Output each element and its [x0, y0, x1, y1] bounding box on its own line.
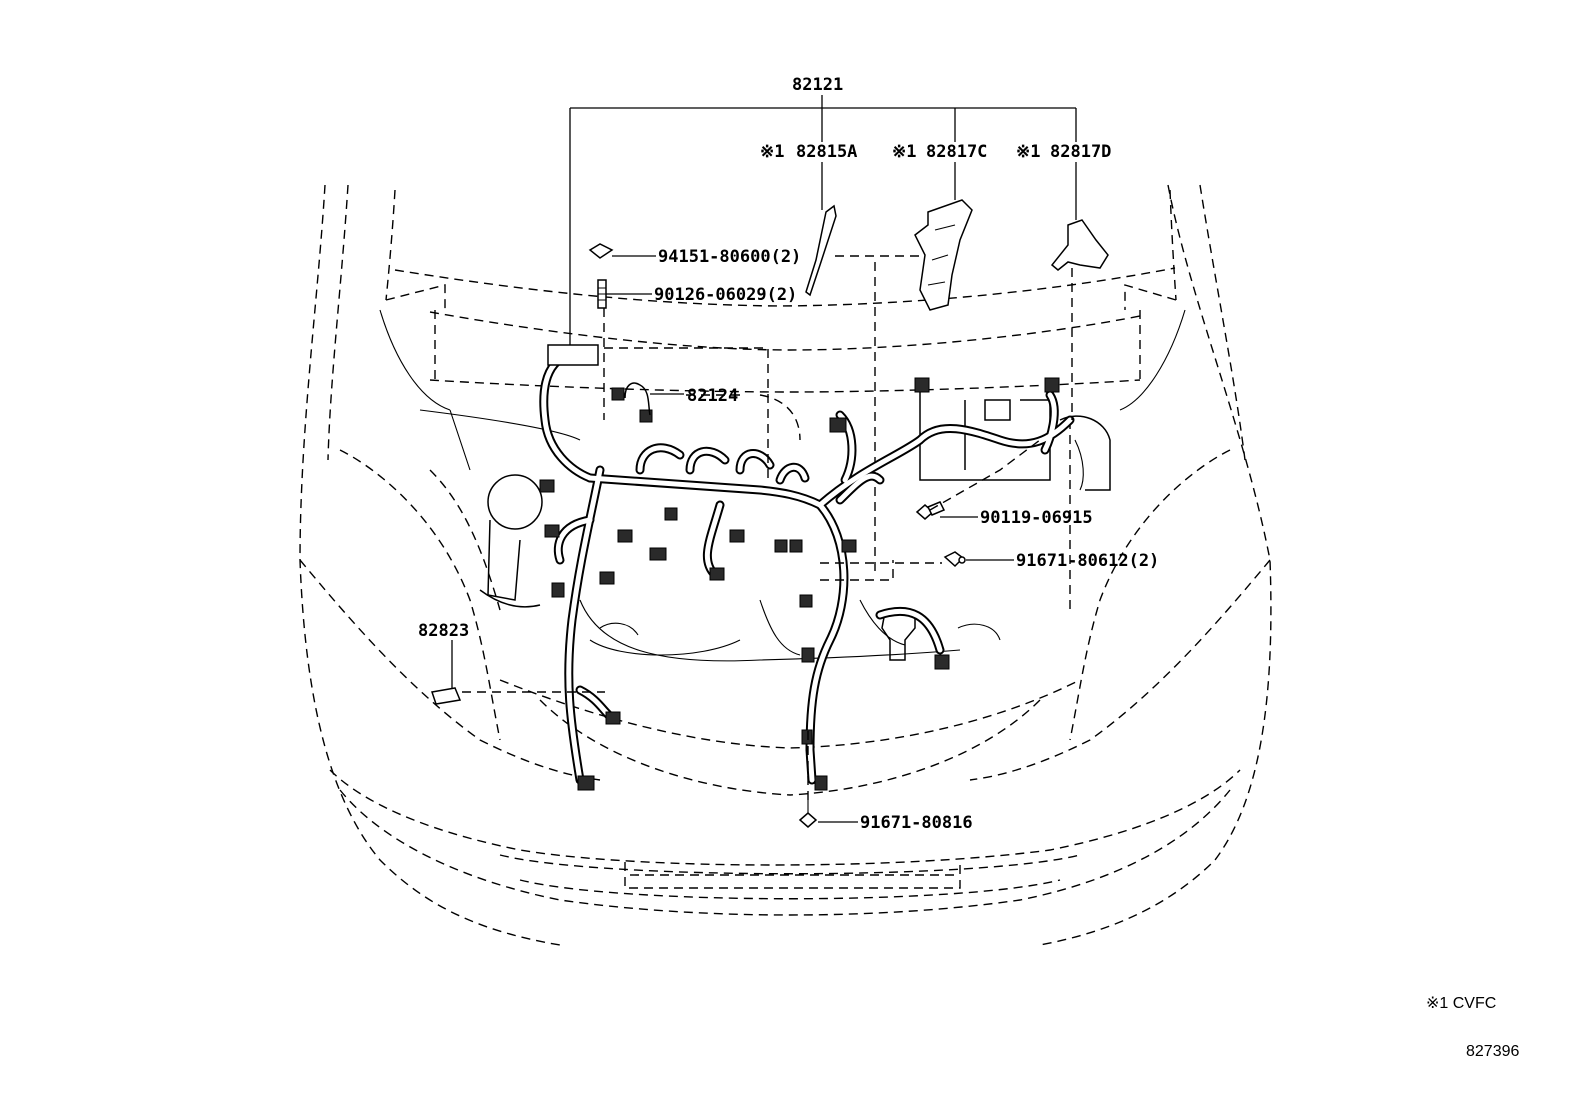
label-90119-06915: 90119-06915: [980, 508, 1093, 528]
label-90126-06029: 90126-06029(2): [654, 285, 797, 305]
label-note-prefix-a: ※1: [760, 142, 784, 162]
bolt-91671-80816: [798, 800, 858, 828]
stud-bolt-90126: [597, 279, 652, 309]
protector-82817D: [1050, 219, 1109, 271]
engine-wire-harness: [539, 344, 1075, 791]
label-82121: 82121: [792, 75, 843, 95]
engine-bay-components: [479, 262, 1111, 662]
vehicle-body-outline: [299, 184, 1272, 946]
label-82815A: 82815A: [796, 142, 857, 162]
footnote-cvfc: ※1 CVFC: [1426, 995, 1496, 1012]
illustration-number: 827396: [1466, 1043, 1519, 1060]
clamp-nut-94151: [588, 243, 656, 259]
engine-wire-82124: [624, 382, 651, 416]
label-82124: 82124: [687, 386, 738, 406]
bolt-90119: [915, 501, 978, 520]
protector-82817C: [914, 199, 973, 311]
footnotes: ※1 CVFC 827396: [1426, 995, 1519, 1060]
harness-connectors: [539, 377, 1060, 791]
cover-82823: [431, 687, 462, 705]
part-labels: 82121 ※1 82815A ※1 82817C ※1 82817D 9415…: [418, 75, 1159, 833]
label-82823: 82823: [418, 621, 469, 641]
label-94151-80600: 94151-80600(2): [658, 247, 801, 267]
label-note-prefix-d: ※1: [1016, 142, 1040, 162]
label-82817C: 82817C: [926, 142, 987, 162]
label-note-prefix-c: ※1: [892, 142, 916, 162]
protector-82815A: [805, 204, 837, 297]
label-91671-80816: 91671-80816: [860, 813, 973, 833]
leader-lines: [451, 95, 1077, 800]
bolt-91671-80612: [943, 551, 1014, 568]
label-82817D: 82817D: [1050, 142, 1111, 162]
label-91671-80612: 91671-80612(2): [1016, 551, 1159, 571]
